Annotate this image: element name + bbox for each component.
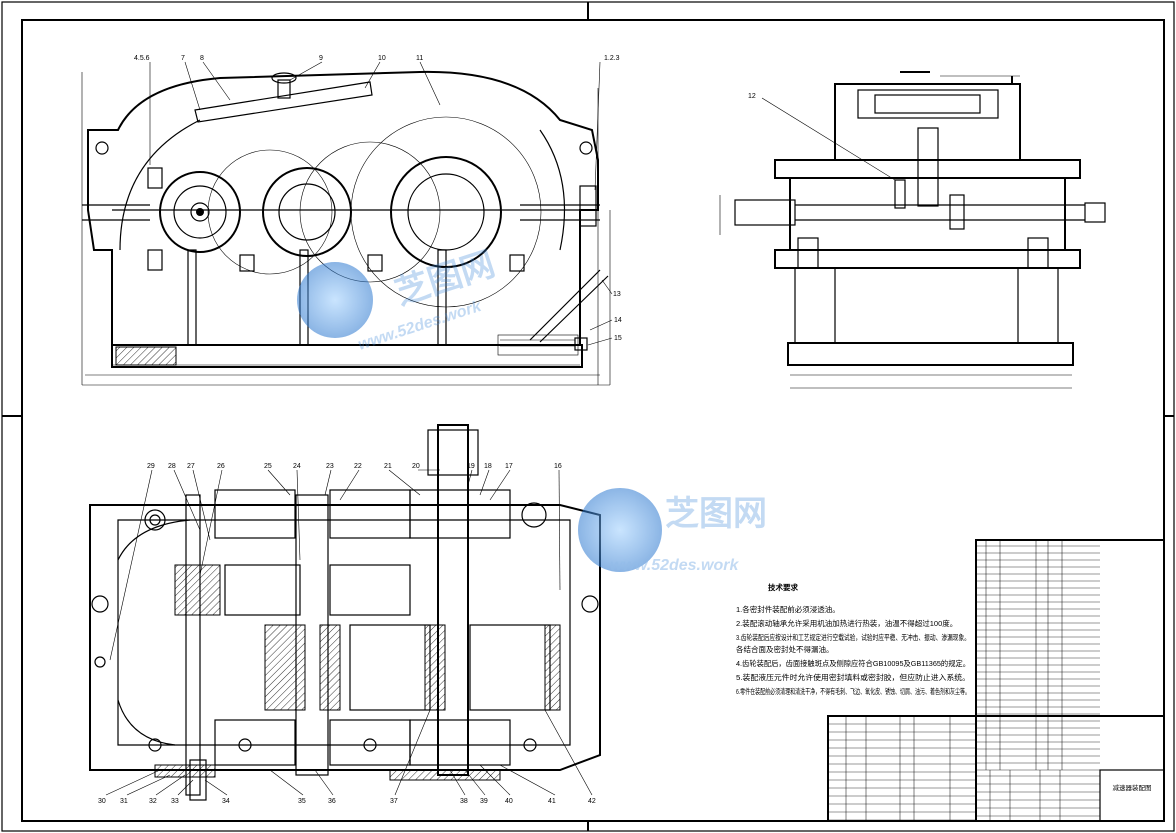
callout-label: 12 bbox=[748, 93, 756, 100]
callout-label: 30 bbox=[98, 798, 106, 805]
tech-note-line: 5.装配液压元件时允许使用密封填料或密封胶，但应防止进入系统。 bbox=[736, 672, 970, 682]
watermark-url: www.52des.work bbox=[610, 557, 739, 574]
callout-label: 18 bbox=[484, 463, 492, 470]
callout-label: 38 bbox=[460, 798, 468, 805]
callout-label: 28 bbox=[168, 463, 176, 470]
callout-label: 31 bbox=[120, 798, 128, 805]
callout-label: 41 bbox=[548, 798, 556, 805]
callout-label: 27 bbox=[187, 463, 195, 470]
callout-label: 10 bbox=[378, 55, 386, 62]
callout-label: 20 bbox=[412, 463, 420, 470]
callout-label: 37 bbox=[390, 798, 398, 805]
callout-label: 25 bbox=[264, 463, 272, 470]
title-block: 减速器装配图 bbox=[827, 539, 1165, 822]
callout-label: 29 bbox=[147, 463, 155, 470]
callout-label: 19 bbox=[467, 463, 475, 470]
globe-logo-icon bbox=[578, 488, 662, 572]
front-view bbox=[81, 61, 613, 386]
callout-label: 4.5.6 bbox=[134, 55, 150, 62]
callout-label: 16 bbox=[554, 463, 562, 470]
side-view bbox=[719, 71, 1106, 389]
watermark-bottom: 芝图网 www.52des.work bbox=[578, 488, 767, 574]
plan-view-callouts: 29 28 27 26 25 24 23 22 21 20 19 18 17 1… bbox=[98, 463, 596, 805]
callout-label: 24 bbox=[293, 463, 301, 470]
callout-label: 1.2.3 bbox=[604, 55, 620, 62]
technical-requirements: 技术要求 1.各密封件装配前必须浸透油。 2.装配滚动轴承允许采用机油加热进行热… bbox=[736, 582, 970, 696]
front-view-callouts: 4.5.6 7 8 9 10 11 1.2.3 12 13 14 15 bbox=[134, 55, 756, 342]
globe-logo-icon bbox=[297, 262, 373, 338]
callout-label: 40 bbox=[505, 798, 513, 805]
callout-label: 23 bbox=[326, 463, 334, 470]
callout-label: 36 bbox=[328, 798, 336, 805]
callout-label: 15 bbox=[614, 335, 622, 342]
callout-label: 9 bbox=[319, 55, 323, 62]
tech-note-line: 3.齿轮装配后应按设计和工艺规定进行空载试验，试验时应平稳、无冲击、振动、渗漏现… bbox=[736, 632, 970, 642]
tech-note-line: 2.装配滚动轴承允许采用机油加热进行热装，油温不得超过100度。 bbox=[736, 618, 957, 628]
callout-label: 35 bbox=[298, 798, 306, 805]
callout-label: 17 bbox=[505, 463, 513, 470]
callout-label: 13 bbox=[613, 291, 621, 298]
callout-label: 21 bbox=[384, 463, 392, 470]
callout-label: 22 bbox=[354, 463, 362, 470]
drawing-title: 减速器装配图 bbox=[1113, 783, 1152, 792]
callout-label: 42 bbox=[588, 798, 596, 805]
callout-label: 8 bbox=[200, 55, 204, 62]
callout-label: 34 bbox=[222, 798, 230, 805]
callout-label: 33 bbox=[171, 798, 179, 805]
plan-section-view bbox=[89, 424, 601, 801]
callout-label: 14 bbox=[614, 317, 622, 324]
watermark-brand: 芝图网 bbox=[665, 495, 767, 533]
callout-label: 7 bbox=[181, 55, 185, 62]
parts-list-table bbox=[828, 540, 1100, 821]
watermark-top: 芝图网 www.52des.work bbox=[297, 245, 499, 354]
tech-note-line: 4.齿轮装配后，齿面接触斑点及侧隙应符合GB10095及GB11365的规定。 bbox=[736, 658, 970, 668]
callout-label: 32 bbox=[149, 798, 157, 805]
tech-note-line: 6.零件在装配前必须清理和清洗干净，不得有毛刺、飞边、氧化皮、锈蚀、切屑、油污、… bbox=[736, 686, 970, 696]
tech-notes-title: 技术要求 bbox=[768, 582, 798, 592]
tech-note-line: 各结合面及密封处不得漏油。 bbox=[736, 644, 834, 654]
callout-label: 11 bbox=[416, 55, 423, 62]
callout-label: 26 bbox=[217, 463, 225, 470]
tech-note-line: 1.各密封件装配前必须浸透油。 bbox=[736, 604, 840, 614]
callout-label: 39 bbox=[480, 798, 488, 805]
watermark-brand: 芝图网 bbox=[391, 245, 500, 313]
